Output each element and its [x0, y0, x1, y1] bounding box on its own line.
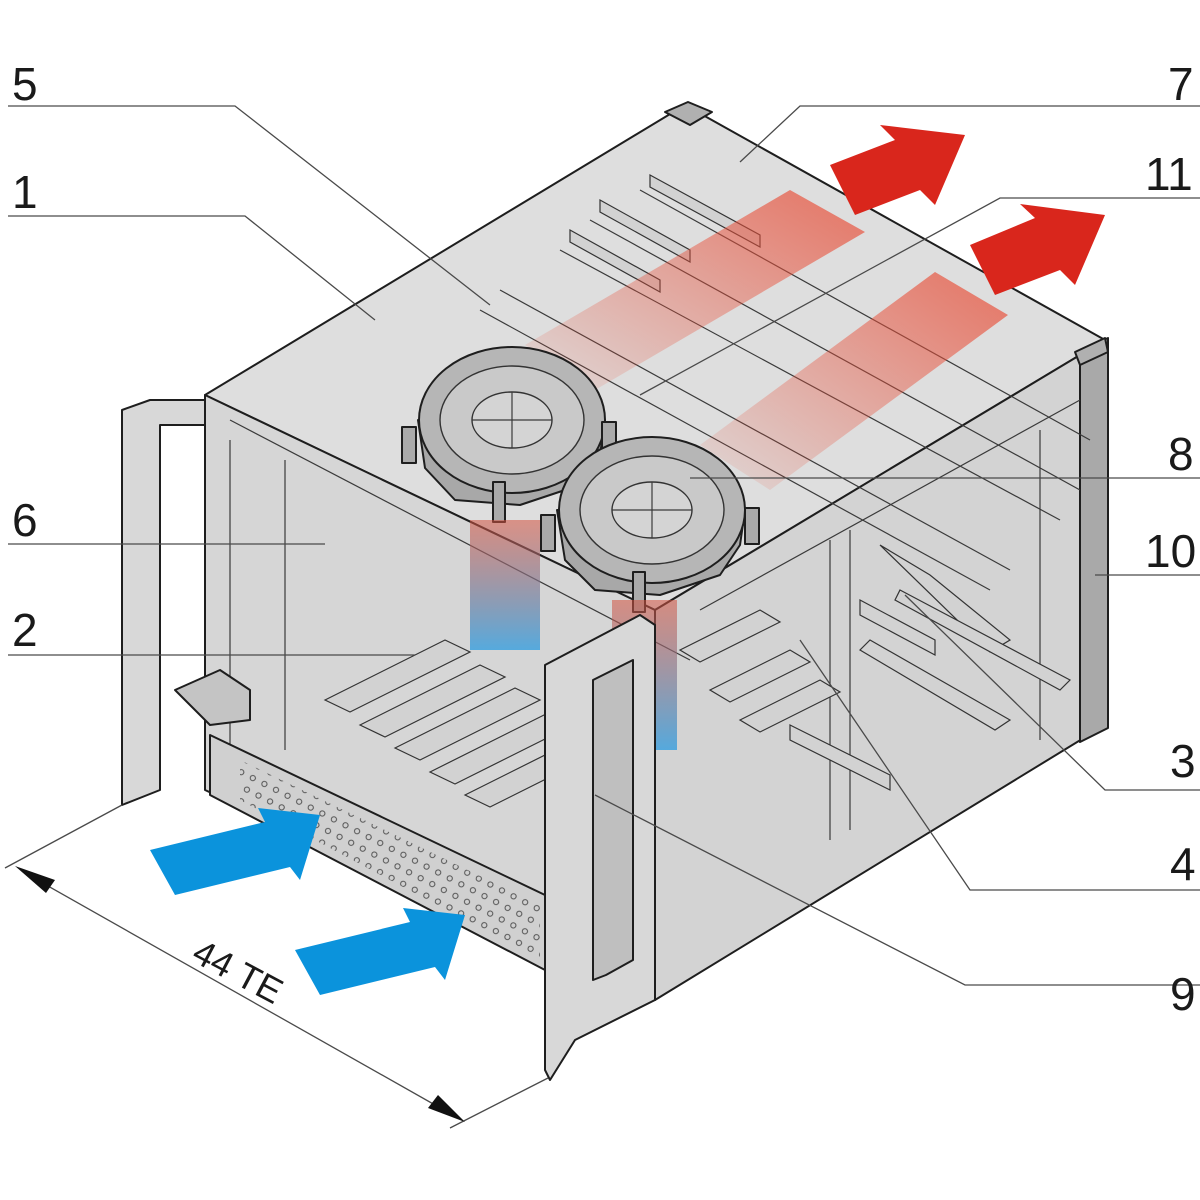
callout-10: 10 — [1145, 525, 1196, 577]
callout-7: 7 — [1168, 58, 1194, 110]
fan-unit-right — [540, 436, 760, 613]
hot-air-stream-left — [525, 190, 865, 390]
dimension-arrowhead-right — [428, 1095, 465, 1122]
exhaust-arrows — [830, 125, 1105, 295]
front-vent-strip — [209, 734, 546, 971]
blue-intake-arrow — [295, 908, 465, 995]
callout-8: 8 — [1168, 428, 1194, 480]
red-exhaust-arrow — [830, 125, 965, 215]
callout-11: 11 — [1145, 148, 1193, 200]
plug-in-cards — [323, 173, 1071, 808]
callout-6: 6 — [12, 494, 38, 546]
front-right-handle — [544, 614, 656, 1081]
right-flange — [1079, 337, 1109, 743]
callout-9: 9 — [1170, 968, 1196, 1020]
callout-3: 3 — [1170, 735, 1196, 787]
callout-labels: 5 1 6 2 7 11 8 10 3 4 9 — [12, 58, 1196, 1020]
callout-4: 4 — [1170, 838, 1196, 890]
blue-intake-arrow — [150, 808, 320, 895]
intake-column-left — [470, 520, 540, 650]
hot-air-stream-right — [700, 272, 1008, 490]
intake-arrows — [150, 808, 465, 995]
callout-5: 5 — [12, 58, 38, 110]
callout-2: 2 — [12, 604, 38, 656]
width-label: 44 TE — [186, 931, 289, 1012]
leader-lines — [8, 105, 1200, 986]
callout-1: 1 — [12, 166, 38, 218]
right-corner-block — [1074, 337, 1109, 366]
hot-air-streams — [525, 190, 1008, 490]
front-left-handle — [121, 399, 251, 806]
dimension-arrowhead-left — [15, 866, 55, 893]
rear-corner-block — [664, 101, 713, 126]
red-exhaust-arrow — [970, 204, 1105, 295]
